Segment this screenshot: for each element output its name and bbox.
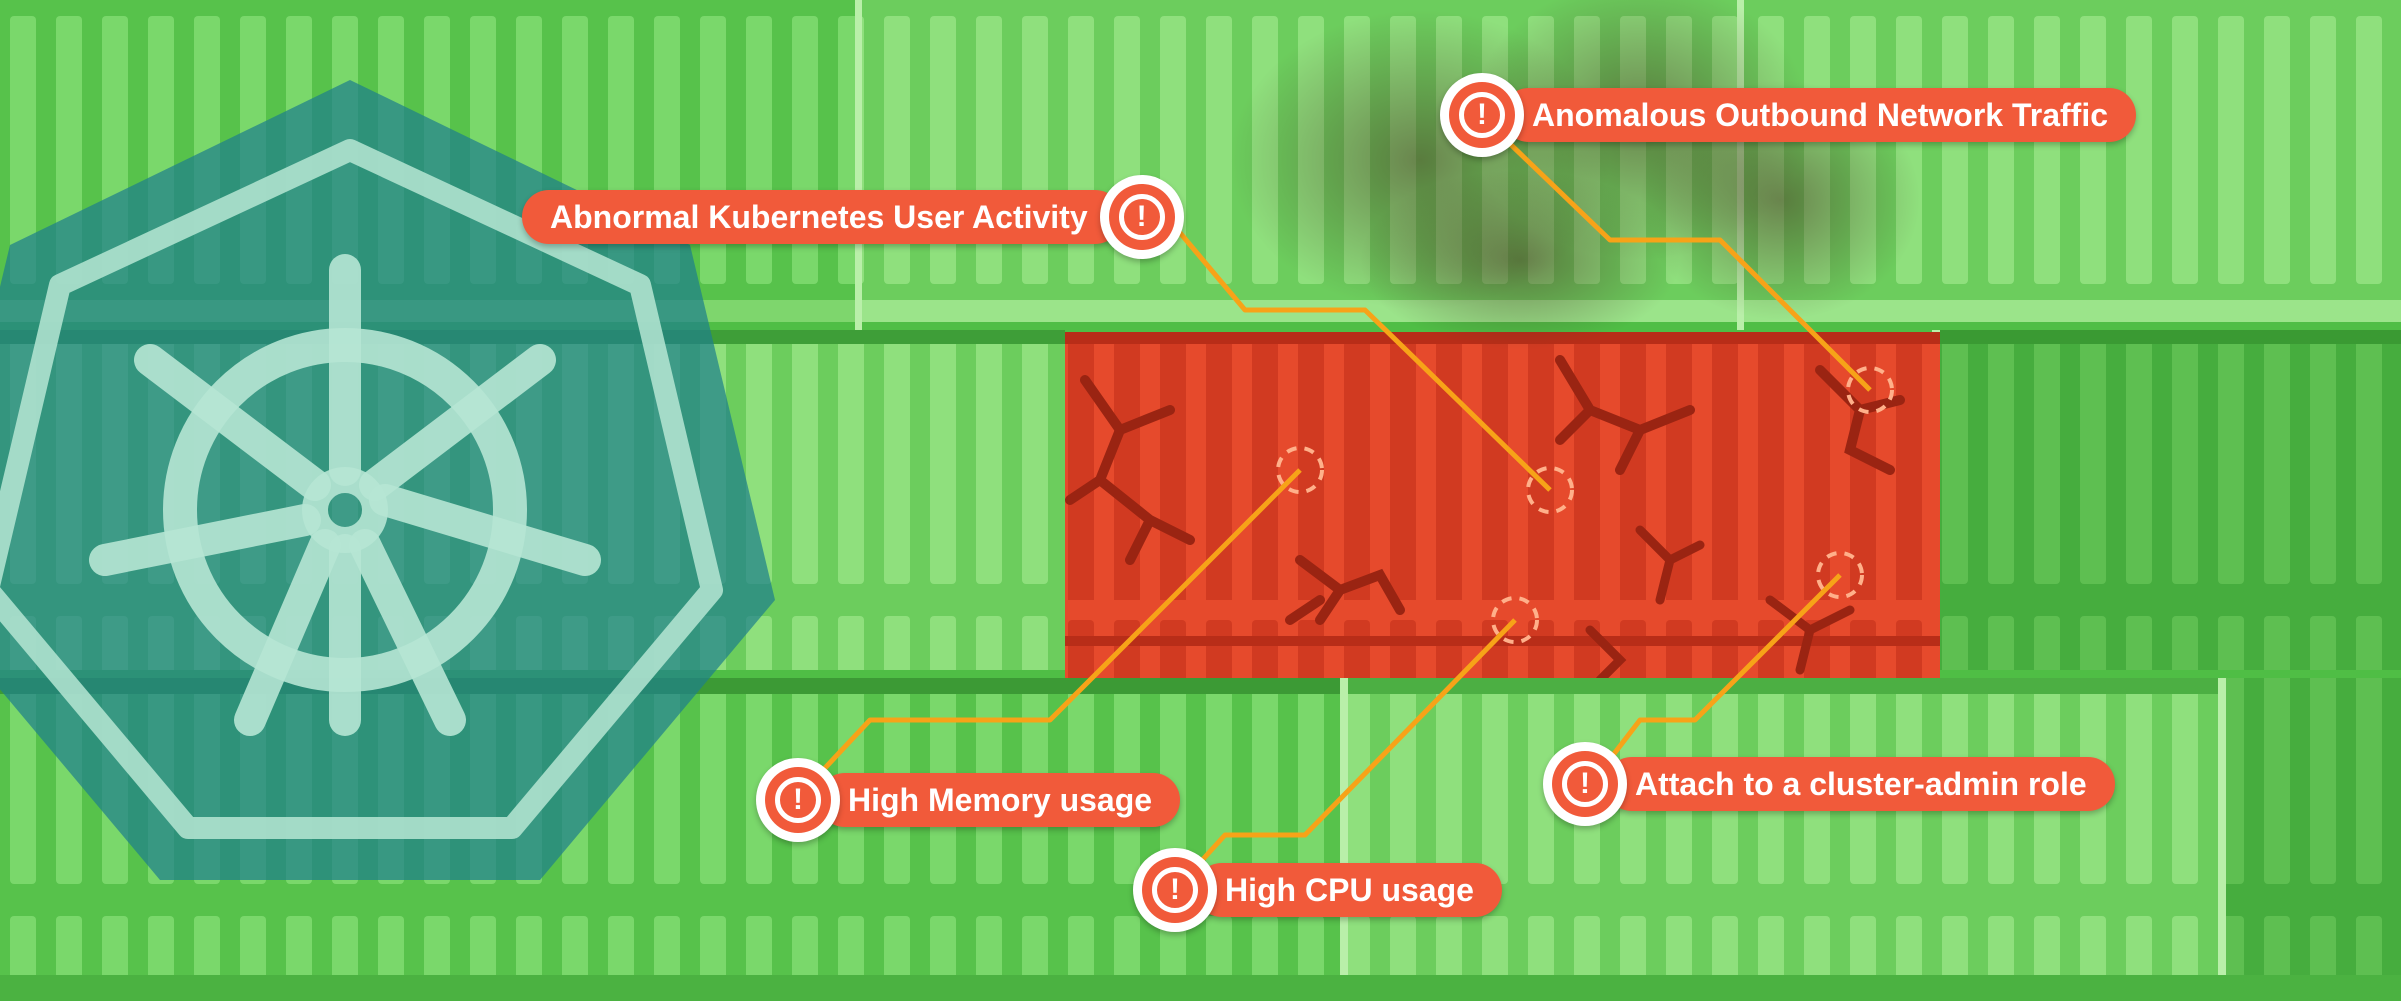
hotspot-cpu: [1491, 596, 1539, 644]
alert-icon: !: [756, 758, 840, 842]
alert-icon: !: [1099, 175, 1184, 259]
alert-label: High Memory usage: [818, 773, 1181, 827]
alert-icon: !: [1440, 73, 1524, 157]
alert-label: Attach to a cluster-admin role: [1605, 757, 2115, 811]
alert-label: Abnormal Kubernetes User Activity: [522, 190, 1122, 244]
alert-label: Anomalous Outbound Network Traffic: [1502, 88, 2137, 142]
alert-user[interactable]: Abnormal Kubernetes User Activity !: [522, 175, 1184, 259]
hotspot-admin: [1816, 551, 1864, 599]
alert-memory[interactable]: ! High Memory usage: [756, 758, 1181, 842]
connector-network: [1478, 113, 1872, 392]
hotspot-network: [1846, 366, 1894, 414]
alert-admin[interactable]: ! Attach to a cluster-admin role: [1543, 742, 2115, 826]
alert-icon: !: [1543, 742, 1627, 826]
hotspot-memory: [1276, 446, 1324, 494]
red-container: [1065, 332, 1940, 685]
alert-icon: !: [1133, 848, 1217, 932]
connector-memory: [793, 468, 1302, 802]
connector-user: [1163, 213, 1552, 492]
alert-cpu[interactable]: ! High CPU usage: [1133, 848, 1502, 932]
helm-wheel-icon: [89, 254, 601, 736]
hotspots: [1276, 366, 1894, 644]
connector-admin: [1588, 573, 1842, 787]
alert-label: High CPU usage: [1195, 863, 1502, 917]
kubernetes-logo: [0, 80, 775, 880]
alert-network[interactable]: ! Anomalous Outbound Network Traffic: [1440, 73, 2137, 157]
hotspot-user: [1526, 466, 1574, 514]
